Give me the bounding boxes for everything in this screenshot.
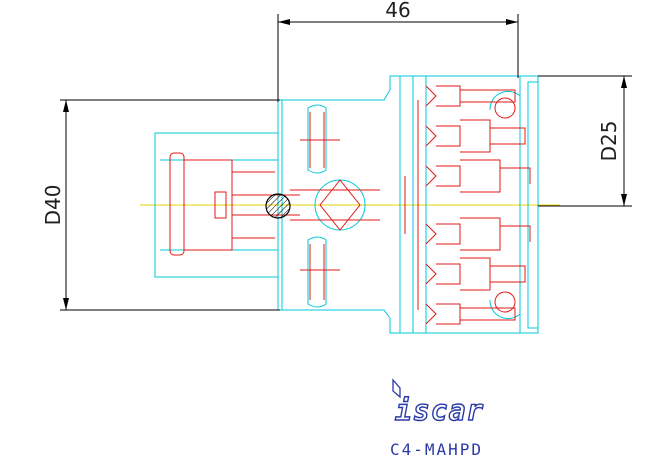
product-code: C4-MAHPD <box>390 440 483 459</box>
dimension-shank-diameter: D25 <box>538 75 632 207</box>
section-pin <box>265 193 291 219</box>
shank-diameter-value: D25 <box>597 121 621 162</box>
logo-text: iscar <box>395 394 484 427</box>
brand-logo: iscar <box>392 378 484 428</box>
length-value: 46 <box>385 0 410 22</box>
dimension-body-diameter: D40 <box>41 99 280 311</box>
internal-hidden-lines <box>169 85 531 325</box>
body-diameter-value: D40 <box>41 185 65 226</box>
dimension-length: 46 <box>277 0 519 102</box>
